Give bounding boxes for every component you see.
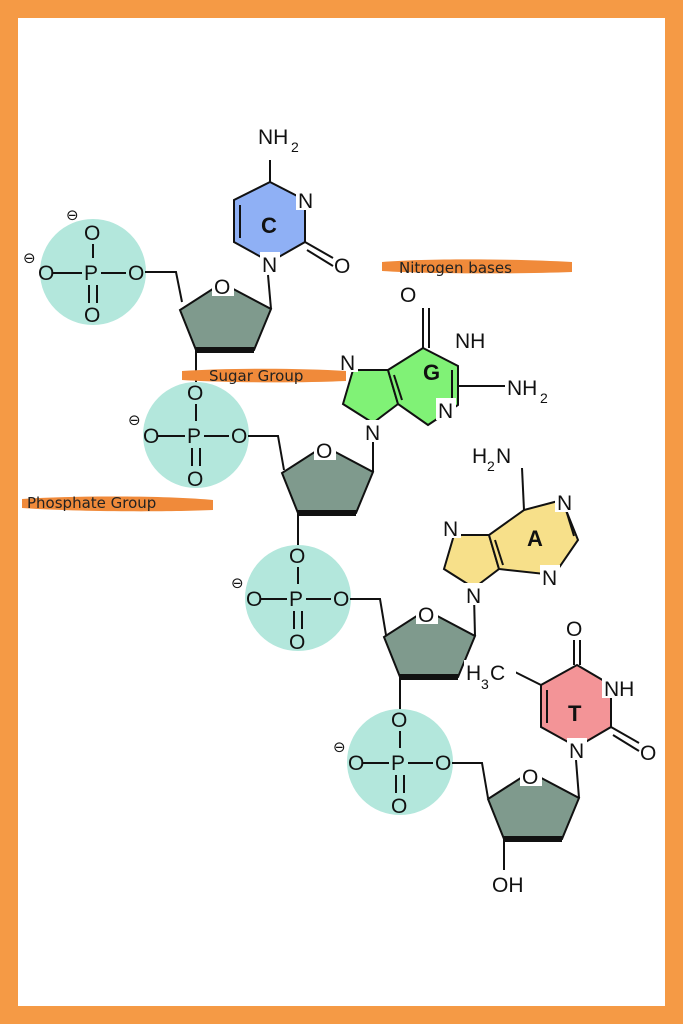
phosphate-group-label: Phosphate Group [22, 494, 213, 512]
nitrogen-bases-label: Nitrogen bases [382, 259, 572, 277]
base-label-g: G [423, 360, 440, 385]
svg-text:O: O [435, 752, 451, 775]
svg-text:O: O [38, 262, 54, 285]
svg-text:NH: NH [604, 678, 634, 701]
sugar-ring-1: O [178, 274, 273, 385]
svg-text:O: O [187, 382, 203, 405]
svg-text:2: 2 [291, 139, 299, 155]
svg-text:O: O [289, 545, 305, 568]
sugar-ring-2: O [280, 433, 375, 548]
sugar-group-label: Sugar Group [182, 367, 346, 385]
svg-text:O: O [348, 752, 364, 775]
svg-text:O: O [640, 742, 656, 765]
phosphate-group-3: O ⊖ O P O O [231, 545, 387, 654]
svg-text:N: N [438, 400, 453, 423]
svg-text:N: N [557, 492, 572, 515]
svg-text:Phosphate Group: Phosphate Group [27, 494, 156, 512]
phosphate-group-1: ⊖ O ⊖ O P O O [23, 206, 183, 327]
svg-text:Nitrogen bases: Nitrogen bases [399, 259, 512, 277]
svg-text:O: O [333, 588, 349, 611]
svg-text:P: P [391, 752, 405, 775]
svg-text:O: O [246, 588, 262, 611]
svg-text:P: P [84, 262, 98, 285]
negative-charge-icon: ⊖ [128, 411, 141, 429]
adenine-base: H 2 N N N N N A [441, 445, 580, 608]
svg-text:O: O [289, 631, 305, 654]
svg-text:O: O [566, 618, 582, 641]
svg-text:NH: NH [455, 330, 485, 353]
guanine-base: O NH N N N NH 2 G [338, 284, 548, 445]
svg-text:O: O [391, 709, 407, 732]
svg-text:O: O [418, 604, 434, 627]
svg-text:C: C [490, 662, 505, 685]
svg-text:O: O [128, 262, 144, 285]
svg-text:2: 2 [487, 458, 495, 474]
svg-text:OH: OH [492, 874, 524, 897]
svg-text:O: O [84, 222, 100, 245]
svg-text:O: O [400, 284, 416, 307]
cytosine-base: N N O NH 2 C [233, 126, 350, 278]
svg-text:O: O [334, 255, 350, 278]
svg-text:N: N [466, 585, 481, 608]
svg-text:N: N [443, 518, 458, 541]
svg-text:H: H [472, 445, 487, 468]
phosphate-group-2: O ⊖ O P O O [128, 382, 285, 491]
svg-text:N: N [569, 740, 584, 763]
svg-text:N: N [496, 445, 511, 468]
negative-charge-icon: ⊖ [23, 249, 36, 267]
svg-text:NH: NH [507, 377, 537, 400]
base-label-a: A [527, 526, 543, 551]
svg-text:N: N [542, 567, 557, 590]
svg-text:O: O [187, 468, 203, 491]
svg-text:P: P [289, 588, 303, 611]
sugar-ring-3: O [382, 595, 477, 712]
svg-text:O: O [231, 425, 247, 448]
svg-text:N: N [340, 352, 355, 375]
svg-text:O: O [84, 304, 100, 327]
svg-text:O: O [214, 276, 230, 299]
base-label-t: T [568, 701, 582, 726]
svg-text:Sugar Group: Sugar Group [209, 367, 303, 385]
negative-charge-icon: ⊖ [333, 738, 346, 756]
phosphate-circle-3 [245, 545, 351, 651]
svg-text:O: O [316, 440, 332, 463]
svg-text:O: O [143, 425, 159, 448]
svg-text:NH: NH [258, 126, 288, 149]
negative-charge-icon: ⊖ [66, 206, 79, 224]
base-label-c: C [261, 213, 277, 238]
svg-text:P: P [187, 425, 201, 448]
svg-text:N: N [365, 422, 380, 445]
svg-text:2: 2 [540, 390, 548, 406]
svg-text:O: O [391, 795, 407, 818]
phosphate-group-4: O ⊖ O P O O [333, 709, 489, 818]
svg-text:3: 3 [481, 676, 489, 692]
svg-text:H: H [466, 662, 481, 685]
svg-text:N: N [262, 254, 277, 277]
thymine-base: O NH O N H 3 C T [464, 618, 656, 765]
phosphate-circle-4 [347, 709, 453, 815]
phosphate-circle-2 [143, 382, 249, 488]
phosphate-circle-1 [40, 219, 146, 325]
sugar-ring-4: O OH [486, 759, 581, 897]
negative-charge-icon: ⊖ [231, 574, 244, 592]
svg-text:N: N [298, 190, 313, 213]
svg-text:O: O [522, 766, 538, 789]
